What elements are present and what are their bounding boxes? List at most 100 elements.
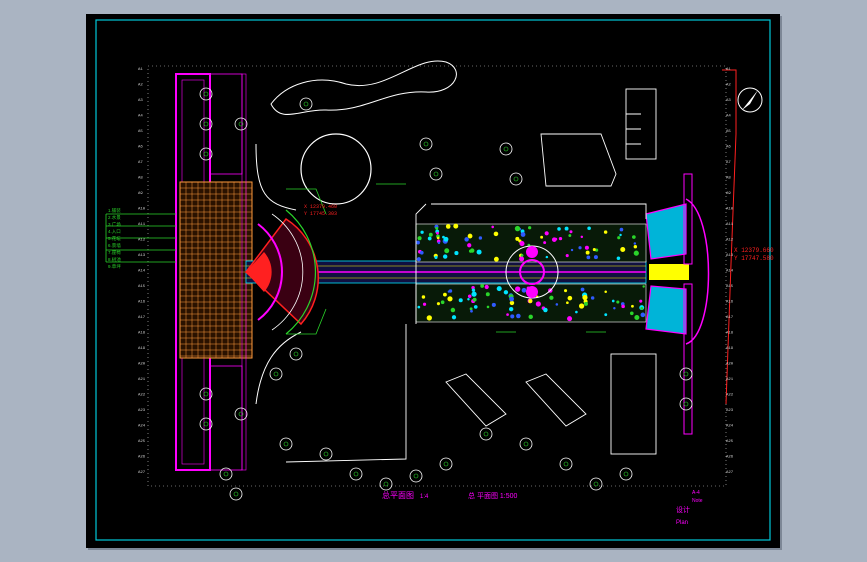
tree-core (203, 151, 209, 157)
grid-label: A6 (138, 146, 143, 150)
garden-dot (582, 294, 588, 301)
tree-icon (234, 117, 248, 131)
garden-dot (480, 284, 485, 288)
garden-dot (569, 230, 573, 234)
garden-dot (565, 254, 569, 258)
grid-labels-right: A1A2A3A4A5A6A7A8A9A10A11A12A13A14A15A16A… (726, 68, 734, 475)
tree-icon (409, 469, 423, 483)
garden-dot (584, 245, 589, 250)
garden-dot (421, 295, 426, 299)
tree-core (238, 411, 244, 417)
tree-icon (199, 147, 213, 161)
tree-core (563, 461, 569, 467)
garden-dot (528, 226, 532, 230)
garden-dot (451, 315, 457, 320)
garden-dot (619, 233, 622, 237)
garden-dot (493, 231, 499, 237)
garden-dot (467, 298, 470, 301)
garden-dot (472, 297, 477, 302)
garden-dot (509, 306, 514, 312)
garden-dot (416, 257, 421, 262)
tree-icon (679, 367, 693, 381)
grid-label: A13 (138, 254, 146, 258)
tree-icon (234, 407, 248, 421)
garden-dot (467, 243, 472, 248)
garden-dot (520, 254, 524, 257)
grid-label: A21 (726, 378, 734, 382)
garden-dot (422, 302, 427, 306)
garden-dot (434, 255, 438, 260)
grid-label: A25 (138, 440, 146, 444)
grid-label: A4 (726, 115, 731, 119)
garden-dot (631, 304, 634, 308)
garden-dot (520, 232, 526, 237)
tree-core (303, 101, 309, 107)
coord-ne-x: X 12379.460 (304, 204, 337, 210)
garden-dot (528, 299, 533, 304)
outer-frame (95, 19, 771, 541)
garden-dot (491, 225, 495, 229)
garden-dot (567, 295, 573, 301)
tree-core (423, 141, 429, 147)
tree-icon (199, 117, 213, 131)
grid-label: A13 (726, 254, 734, 258)
grid-label: A17 (138, 316, 146, 320)
tree-icon (349, 467, 363, 481)
garden-dot (473, 305, 478, 309)
garden-dot (633, 245, 638, 249)
legend-item: 2.水景 (108, 214, 121, 221)
tree-icon (479, 427, 493, 441)
grid-label: A5 (138, 130, 143, 134)
garden-dot (639, 299, 643, 303)
garden-dot (554, 237, 558, 241)
garden-dot (564, 226, 569, 231)
garden-dot (540, 235, 544, 239)
grid-label: A22 (726, 394, 734, 398)
grid-label: A3 (726, 99, 731, 103)
garden-dot (426, 315, 432, 321)
garden-dot (417, 236, 422, 241)
tree-icon (299, 97, 313, 111)
garden-dot (617, 236, 621, 240)
grid-label: A27 (138, 471, 146, 475)
garden-dot (535, 301, 541, 307)
grid-label: A12 (138, 239, 146, 243)
legend-item: 8.树池 (108, 256, 121, 263)
buildings-upper (415, 88, 657, 324)
garden-dot (470, 248, 475, 253)
garden-dot (516, 313, 521, 319)
grid-label: A26 (726, 456, 734, 460)
garden-dot (442, 254, 448, 259)
tree-core (238, 121, 244, 127)
grid-label: A8 (138, 177, 143, 181)
garden-dot (586, 255, 591, 260)
garden-dot (545, 255, 549, 259)
garden-dot (469, 307, 473, 311)
garden-dot (583, 301, 588, 306)
garden-dot (544, 231, 549, 236)
garden-dot (585, 250, 590, 255)
garden-dot (436, 231, 439, 235)
grid-label: A23 (138, 409, 146, 413)
grid-label: A9 (138, 192, 143, 196)
garden-dot (567, 316, 573, 322)
left-plaza (175, 73, 253, 471)
grid-label: A23 (726, 409, 734, 413)
garden-dot (580, 235, 584, 239)
garden-dot (633, 242, 637, 245)
garden-dot (549, 295, 554, 300)
garden-dot (453, 223, 459, 229)
garden-dot (564, 289, 568, 293)
grid-label: A11 (138, 223, 146, 227)
tree-core (203, 421, 209, 427)
red-boundary-line (722, 69, 737, 405)
title-scale: 1:4 (420, 494, 429, 500)
grid-label: A10 (138, 208, 146, 212)
legend-item: 9.草坪 (108, 263, 121, 270)
grid-label: A16 (726, 301, 734, 305)
garden-dot (640, 306, 644, 310)
tree-core (413, 473, 419, 479)
garden-dot (417, 305, 421, 309)
garden-dot (558, 236, 563, 241)
